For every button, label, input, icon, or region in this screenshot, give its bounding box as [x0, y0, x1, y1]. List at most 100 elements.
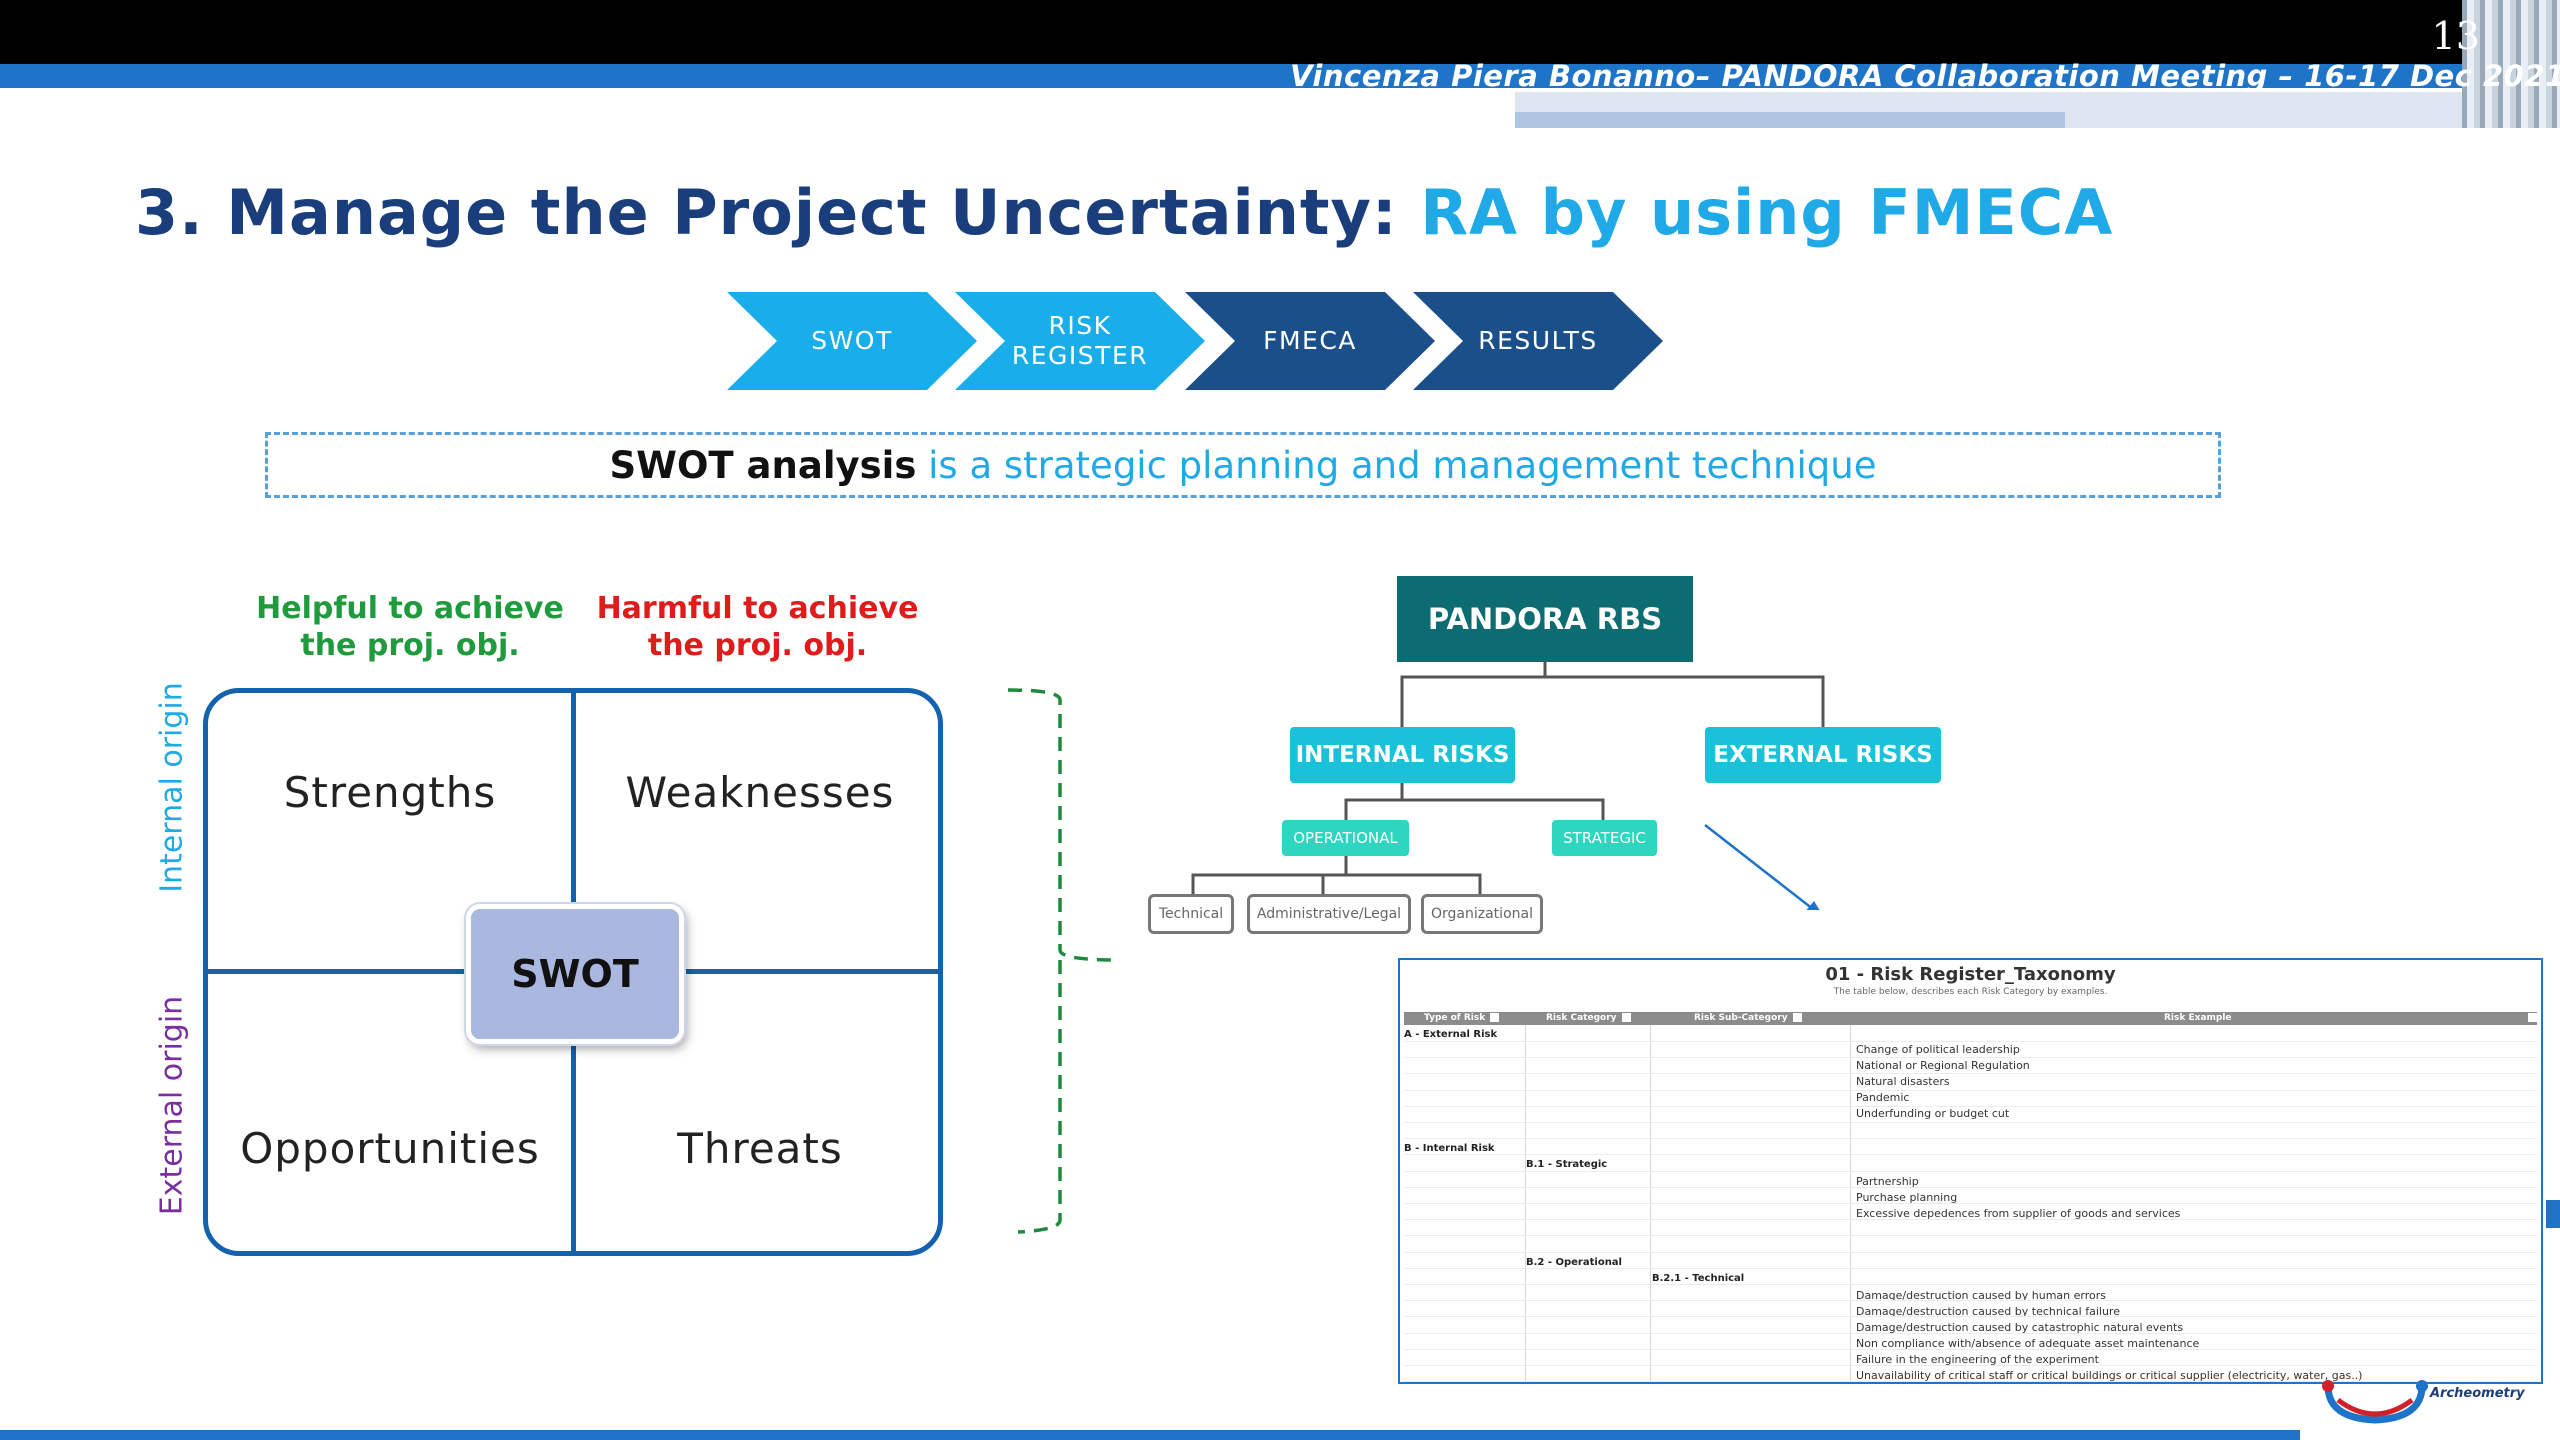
right-edge-marker: [2546, 1200, 2560, 1228]
header-blue-bar: [0, 64, 2520, 88]
rbs-external-risks: EXTERNAL RISKS: [1705, 727, 1941, 783]
meeting-header: Vincenza Piera Bonanno– PANDORA Collabor…: [1290, 59, 2560, 93]
logo-text: Archeometry: [2430, 1386, 2525, 1401]
definition-rest: is a strategic planning and management t…: [916, 443, 1877, 487]
row-divider: [1404, 1187, 2537, 1188]
external-origin-label: External origin: [154, 995, 190, 1216]
filter-icon[interactable]: [1792, 1013, 1802, 1022]
rbs-leaf-administrative: Administrative/Legal: [1247, 894, 1411, 934]
rbs-strategic: STRATEGIC: [1552, 820, 1657, 856]
step-label: FMECA: [1263, 326, 1357, 355]
row-divider: [1404, 1268, 2537, 1269]
rbs-connectors: [1191, 662, 1825, 910]
register-example: Non compliance with/absence of adequate …: [1856, 1337, 2200, 1350]
step-label: RESULTS: [1478, 326, 1598, 355]
column-header[interactable]: Risk Sub-Category: [1694, 1012, 1802, 1025]
register-example: Damage/destruction caused by human error…: [1856, 1289, 2106, 1302]
chevron-shape: [727, 292, 977, 390]
row-divider: [1404, 1316, 2537, 1317]
step-label: RISK REGISTER: [1011, 311, 1149, 370]
row-divider: [1404, 1122, 2537, 1123]
row-divider: [1404, 1235, 2537, 1236]
row-divider: [1404, 1106, 2537, 1107]
register-example: Unavailability of critical staff or crit…: [1856, 1369, 2363, 1382]
rbs-leaf-organizational: Organizational: [1421, 894, 1543, 934]
row-divider: [1404, 1057, 2537, 1058]
row-divider: [1404, 1041, 2537, 1042]
register-type-external: A - External Risk: [1404, 1029, 1498, 1040]
register-example: Change of political leadership: [1856, 1043, 2020, 1056]
chevron-shape: [955, 292, 1205, 390]
header-stripes: [2462, 0, 2560, 128]
register-subcategory-technical: B.2.1 - Technical: [1652, 1273, 1745, 1284]
swot-center-box: SWOT: [466, 904, 684, 1044]
filter-icon[interactable]: [1621, 1013, 1631, 1022]
row-divider: [1404, 1171, 2537, 1172]
row-divider: [1404, 1365, 2537, 1366]
filter-icon[interactable]: [2528, 1012, 2537, 1025]
step-results[interactable]: RESULTS: [1413, 292, 1663, 390]
register-example: National or Regional Regulation: [1856, 1059, 2030, 1072]
column-header[interactable]: Risk Category: [1546, 1012, 1631, 1025]
rbs-operational: OPERATIONAL: [1282, 820, 1409, 856]
quadrant-weaknesses: Weaknesses: [625, 768, 895, 817]
title-main: 3. Manage the Project Uncertainty:: [135, 176, 1421, 249]
title-highlight: RA by using FMECA: [1420, 176, 2114, 249]
register-example: Damage/destruction caused by catastrophi…: [1856, 1321, 2184, 1334]
row-divider: [1404, 1073, 2537, 1074]
column-header[interactable]: Risk Example: [2164, 1013, 2232, 1023]
row-divider: [1404, 1284, 2537, 1285]
quadrant-opportunities: Opportunities: [240, 1124, 540, 1173]
register-example: Failure in the engineering of the experi…: [1856, 1353, 2099, 1366]
bracket-icon: [1007, 688, 1119, 1234]
register-example: Partnership: [1856, 1175, 1919, 1188]
top-black-bar: [0, 0, 2560, 66]
row-divider: [1404, 1203, 2537, 1204]
risk-register-table: 01 - Risk Register_Taxonomy The table be…: [1398, 958, 2543, 1384]
definition-bold: SWOT analysis: [609, 443, 917, 487]
step-label: SWOT: [811, 326, 893, 355]
archeometry-logo-icon: [2322, 1380, 2428, 1424]
step-fmeca[interactable]: FMECA: [1185, 292, 1435, 390]
register-type-internal: B - Internal Risk: [1404, 1143, 1495, 1154]
chevron-shape: [1185, 292, 1435, 390]
step-swot[interactable]: SWOT: [727, 292, 977, 390]
slide-number: 13: [2431, 14, 2480, 58]
row-divider: [1404, 1381, 2537, 1382]
register-example: Natural disasters: [1856, 1075, 1950, 1088]
internal-origin-label: Internal origin: [154, 682, 190, 893]
helpful-header: Helpful to achieve the proj. obj.: [256, 591, 564, 663]
step-risk-register[interactable]: RISK REGISTER: [955, 292, 1205, 390]
filter-icon[interactable]: [1490, 1013, 1500, 1022]
definition-box: SWOT analysis is a strategic planning an…: [265, 432, 2221, 498]
row-divider: [1404, 1138, 2537, 1139]
register-subtitle: The table below, describes each Risk Cat…: [1833, 987, 2108, 997]
register-category-strategic: B.1 - Strategic: [1526, 1159, 1608, 1170]
harmful-header: Harmful to achieve the proj. obj.: [596, 591, 919, 663]
row-divider: [1404, 1219, 2537, 1220]
rbs-leaf-technical: Technical: [1148, 894, 1234, 934]
quadrant-threats: Threats: [677, 1124, 843, 1173]
rbs-root: PANDORA RBS: [1397, 576, 1693, 662]
register-header-row: Type of Risk Risk Category Risk Sub-Cate…: [1404, 1012, 2537, 1025]
bottom-blue-bar: [0, 1430, 2300, 1440]
register-title: 01 - Risk Register_Taxonomy: [1825, 964, 2116, 985]
header-light-bar-accent: [1515, 112, 2065, 128]
row-divider: [1404, 1154, 2537, 1155]
register-example: Damage/destruction caused by technical f…: [1856, 1305, 2120, 1318]
row-divider: [1404, 1252, 2537, 1253]
row-divider: [1404, 1333, 2537, 1334]
register-example: Underfunding or budget cut: [1856, 1107, 2010, 1120]
row-divider: [1404, 1300, 2537, 1301]
register-example: Excessive depedences from supplier of go…: [1856, 1207, 2181, 1220]
register-category-operational: B.2 - Operational: [1526, 1257, 1622, 1268]
quadrant-strengths: Strengths: [283, 768, 497, 817]
register-example: Pandemic: [1856, 1091, 1910, 1104]
chevron-shape: [1413, 292, 1663, 390]
row-divider: [1404, 1349, 2537, 1350]
slide-title: 3. Manage the Project Uncertainty: RA by…: [135, 176, 2113, 249]
row-divider: [1404, 1090, 2537, 1091]
rbs-internal-risks: INTERNAL RISKS: [1290, 727, 1515, 783]
column-header[interactable]: Type of Risk: [1424, 1012, 1500, 1025]
register-example: Purchase planning: [1856, 1191, 1958, 1204]
